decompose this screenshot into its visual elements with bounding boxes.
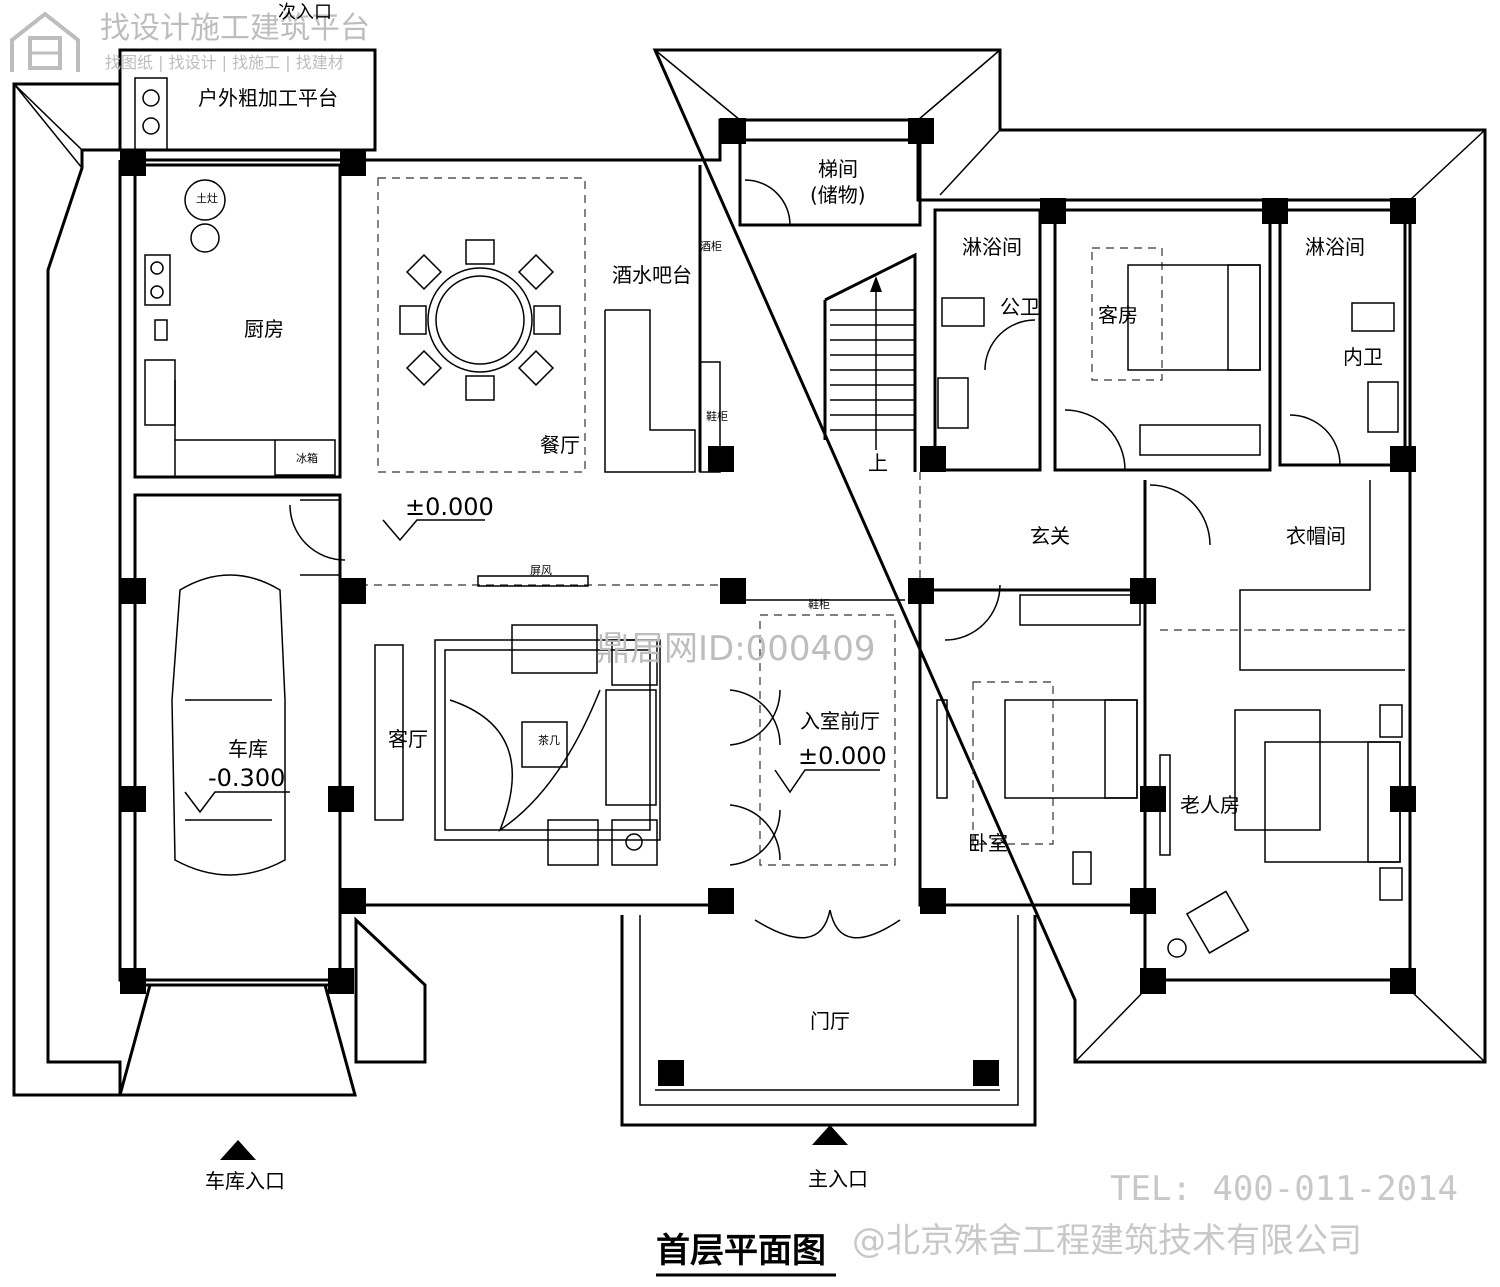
stair-room-sub-label: (储物) [810,183,866,207]
drawing-title: 首层平面图 [656,1231,826,1271]
watermark-line2: 找图纸 | 找设计 | 找施工 | 找建材 [105,53,344,72]
company-watermark: @北京殊舍工程建筑技术有限公司 [852,1221,1362,1261]
columns [120,118,1416,1086]
garage [118,493,357,1097]
dining-label: 餐厅 [540,433,580,457]
guest-room-label: 客房 [1098,303,1138,327]
public-wc-label: 公卫 [1000,295,1040,319]
living-label: 客厅 [388,727,428,751]
fridge-label: 冰箱 [296,451,318,465]
tea-table-label: 茶几 [538,734,560,747]
bedroom [918,584,1147,907]
main-entry-label: 主入口 [808,1167,868,1191]
foyer-label: 玄关 [1030,524,1070,548]
foyer-cloak [919,472,1405,671]
kitchen [133,163,342,479]
pre-hall [722,599,905,866]
stove-label: 土灶 [196,192,218,205]
kitchen-label: 厨房 [244,317,284,341]
main-entry-arrow [812,1125,848,1145]
living-room [374,624,661,866]
watermark-line1: 找设计施工建筑平台 [100,11,370,46]
dining-level: ±0.000 [405,493,494,521]
dining-room [377,177,586,473]
stair-up-label: 上 [868,451,888,475]
screen-partition [289,499,720,587]
garage-entry-label: 车库入口 [205,1169,285,1193]
wine-bar-label: 酒水吧台 [612,263,692,287]
porch [620,909,1037,1127]
side-entrance-label: 次入口 [278,2,332,23]
center-watermark: 鼎居网ID:000409 [596,629,875,669]
garage-entry-arrow [220,1140,256,1160]
private-wc-label: 内卫 [1343,345,1383,369]
shower2-label: 淋浴间 [1305,235,1365,259]
cloakroom-label: 衣帽间 [1286,524,1346,548]
level-markers [184,519,880,814]
watermark-logo [10,11,80,72]
pre-hall-level: ±0.000 [798,742,887,770]
elder-room [1159,704,1403,958]
shower1-label: 淋浴间 [962,235,1022,259]
stair-room [738,138,922,472]
bath-guest-block [933,208,1407,472]
pre-hall-label: 入室前厅 [800,709,880,733]
wine-bar [604,165,721,473]
outdoor-platform [118,48,377,152]
garage-label: 车库 [228,737,268,761]
tel-watermark: TEL: 400-011-2014 [1110,1169,1458,1209]
porch-label: 门厅 [810,1009,850,1033]
stair-room-label: 梯间 [818,157,858,181]
pre-hall-cabinet-label: 鞋柜 [808,597,830,611]
outdoor-platform-label: 户外粗加工平台 [198,86,338,110]
elder-room-label: 老人房 [1180,793,1240,817]
screen-label: 屏风 [530,564,552,577]
wine-cabinet-label: 酒柜 [700,240,722,253]
garage-level: -0.300 [208,764,285,792]
bedroom-label: 卧室 [968,831,1008,855]
shoe-cabinet-label: 鞋柜 [706,409,728,423]
